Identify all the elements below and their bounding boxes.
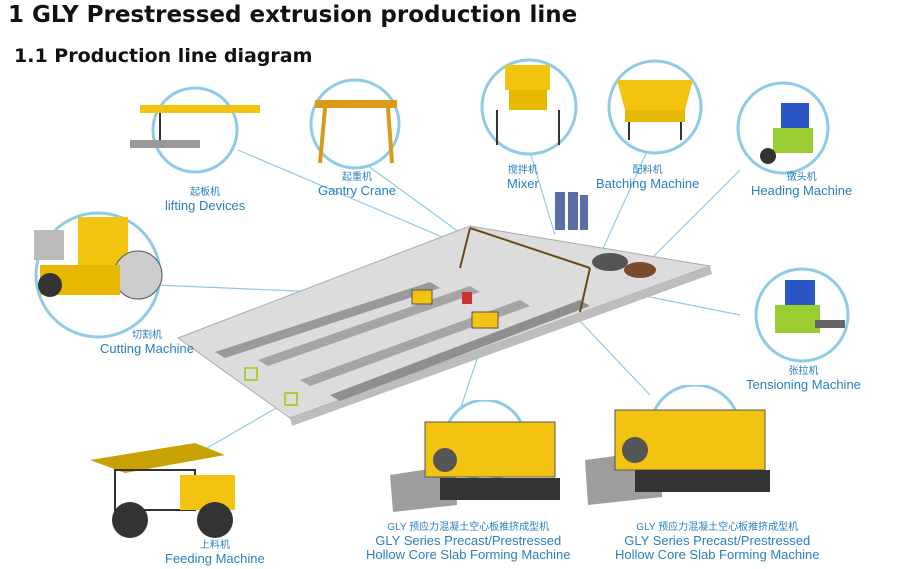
lifting-device-icon [130, 86, 260, 174]
heading-machine-icon [736, 81, 830, 175]
forming-machine-icon [585, 385, 770, 505]
floor-gantry [459, 227, 591, 313]
silos [555, 192, 588, 230]
cutting-machine-icon [34, 211, 163, 339]
forming-machine-icon [390, 400, 560, 512]
mixer-icon [480, 58, 578, 156]
gantry-crane-icon [309, 78, 401, 170]
section-title: 1.1 Production line diagram [14, 45, 313, 67]
feeding-machine-icon [90, 443, 235, 538]
page-title: 1 GLY Prestressed extrusion production l… [8, 2, 578, 28]
batching-machine-icon [607, 59, 703, 155]
tensioning-machine-icon [754, 267, 850, 363]
